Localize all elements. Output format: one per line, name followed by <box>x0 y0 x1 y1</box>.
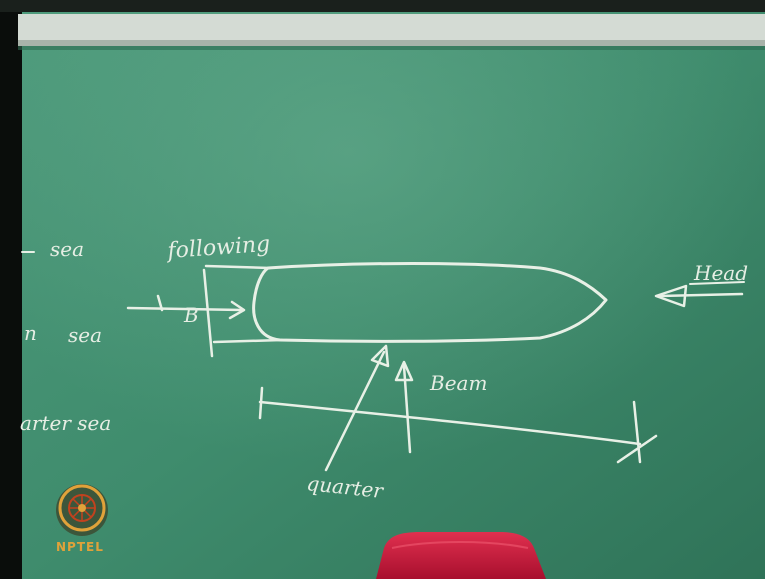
label-head: Head <box>693 261 748 285</box>
head-arrow <box>658 292 744 298</box>
ship-hull <box>252 262 608 343</box>
label-left-sea-2: sea <box>68 323 102 347</box>
left-edge-shadow <box>0 0 22 579</box>
nptel-logo: NPTEL <box>56 484 108 554</box>
label-left-sea-3: arter sea <box>20 411 111 435</box>
label-b: B <box>183 303 199 327</box>
label-beam: Beam <box>429 371 487 395</box>
stern-marker <box>202 268 214 358</box>
length-line <box>258 400 642 446</box>
nptel-logo-text: NPTEL <box>56 540 104 554</box>
stern-line-bottom <box>212 338 284 344</box>
stern-line-top <box>204 264 272 270</box>
label-left-n: n <box>24 321 37 345</box>
red-chair <box>376 532 546 579</box>
label-left-sea-1: sea <box>50 237 84 261</box>
following-arrow <box>126 306 244 312</box>
